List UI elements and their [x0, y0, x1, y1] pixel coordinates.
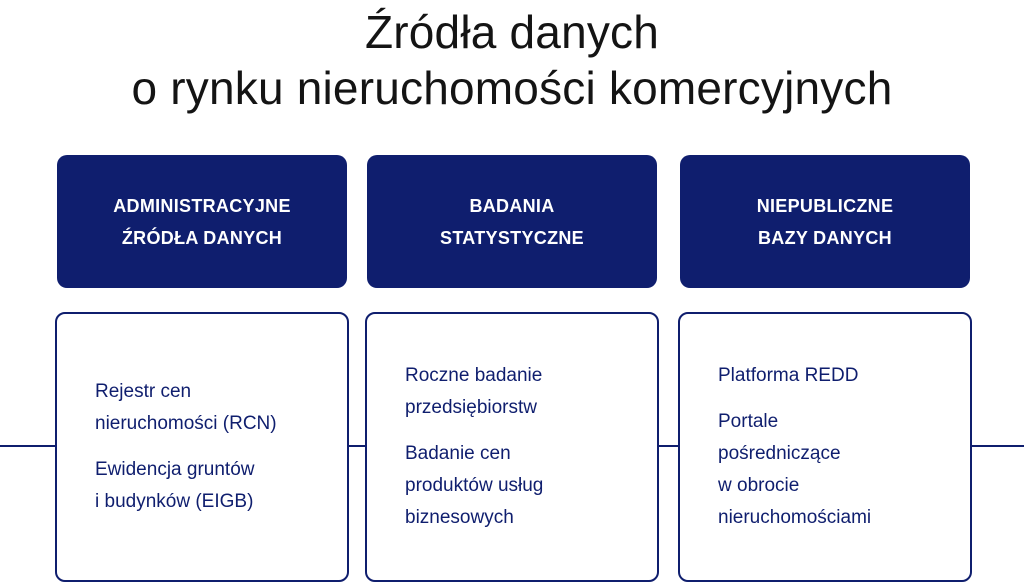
title-line-2: o rynku nieruchomości komercyjnych: [131, 62, 893, 114]
item-line: przedsiębiorstw: [405, 397, 537, 418]
item-line: Badanie cen: [405, 443, 511, 464]
source-item-roczne-badanie: Roczne badanie przedsiębiorstw: [405, 360, 647, 424]
item-line: biznesowych: [405, 507, 514, 528]
source-item-eigb: Ewidencja gruntów i budynków (EIGB): [95, 454, 337, 518]
diagram-title: Źródła danych o rynku nieruchomości kome…: [0, 4, 1024, 116]
item-line: Portale: [718, 411, 779, 432]
header-line: BAZY DANYCH: [758, 227, 892, 248]
source-item-redd: Platforma REDD: [718, 360, 960, 392]
item-line: Ewidencja gruntów: [95, 459, 255, 480]
item-line: Rejestr cen: [95, 381, 192, 402]
item-line: Roczne badanie: [405, 365, 543, 386]
item-line: nieruchomościami: [718, 507, 872, 528]
header-line: BADANIA: [469, 195, 555, 216]
header-line: STATYSTYCZNE: [440, 227, 584, 248]
source-list-badania: Roczne badanie przedsiębiorstw Badanie c…: [365, 312, 659, 582]
source-list-administracyjne: Rejestr cen nieruchomości (RCN) Ewidencj…: [55, 312, 349, 582]
source-item-badanie-cen: Badanie cen produktów usług biznesowych: [405, 438, 647, 534]
source-list-niepubliczne: Platforma REDD Portale pośredniczące w o…: [678, 312, 972, 582]
title-line-1: Źródła danych: [364, 6, 660, 58]
item-line: produktów usług: [405, 475, 544, 496]
category-header-niepubliczne: NIEPUBLICZNE BAZY DANYCH: [680, 155, 970, 288]
source-item-portale: Portale pośredniczące w obrocie nierucho…: [718, 406, 960, 534]
item-line: w obrocie: [718, 475, 800, 496]
item-line: pośredniczące: [718, 443, 841, 464]
header-line: NIEPUBLICZNE: [756, 195, 894, 216]
category-header-badania: BADANIA STATYSTYCZNE: [367, 155, 657, 288]
header-line: ŹRÓDŁA DANYCH: [121, 227, 283, 248]
item-line: i budynków (EIGB): [95, 491, 254, 512]
item-line: Platforma REDD: [718, 365, 859, 386]
item-line: nieruchomości (RCN): [95, 413, 277, 434]
header-line: ADMINISTRACYJNE: [113, 195, 291, 216]
source-item-rcn: Rejestr cen nieruchomości (RCN): [95, 376, 337, 440]
category-header-administracyjne: ADMINISTRACYJNE ŹRÓDŁA DANYCH: [57, 155, 347, 288]
